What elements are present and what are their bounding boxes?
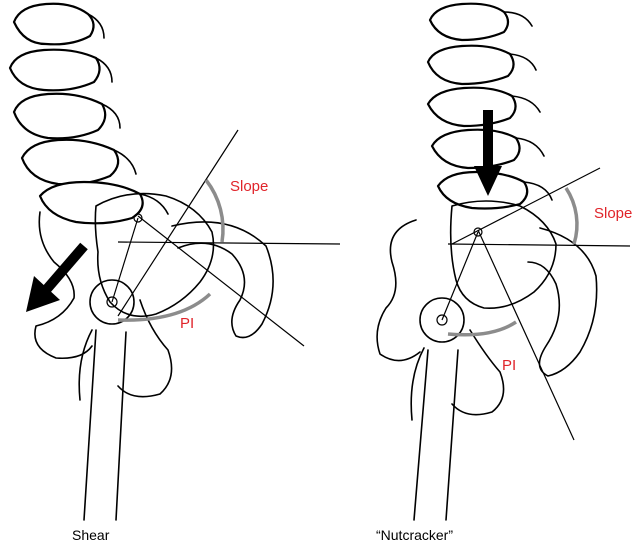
pi-angle-arc-right	[448, 322, 516, 335]
vertebra-l2	[10, 50, 100, 91]
nutcracker-caption: “Nutcracker”	[376, 527, 453, 543]
ischium-right	[452, 330, 504, 415]
lumbar-spine	[10, 4, 168, 224]
shear-caption: Shear	[72, 527, 110, 543]
perpendicular-line-right	[478, 230, 574, 440]
pi-angle-arc	[118, 294, 210, 320]
horizontal-reference-line	[118, 242, 340, 244]
slope-label-right: Slope	[594, 205, 632, 222]
vertebra-r4	[432, 130, 520, 168]
hip-axis-line	[112, 218, 138, 302]
shear-panel: Slope PI Shear	[10, 4, 340, 543]
nutcracker-panel: Slope PI “Nutcracker”	[376, 4, 632, 543]
slope-label-left: Slope	[230, 178, 268, 195]
femur-shaft	[79, 330, 126, 520]
pi-label-left: PI	[180, 315, 194, 332]
ilium	[35, 212, 273, 358]
vertebra-r3	[428, 88, 516, 126]
horizontal-reference-line-right	[448, 244, 630, 246]
vertebra-l3	[14, 94, 105, 139]
pi-label-right: PI	[502, 357, 516, 374]
vertebra-l1	[14, 4, 94, 45]
ischium	[118, 300, 172, 397]
perpendicular-line	[138, 216, 304, 346]
ilium-right	[377, 220, 597, 376]
vertebra-r2	[428, 46, 514, 84]
vertebra-l5	[40, 182, 143, 223]
femur-shaft-right	[411, 348, 458, 520]
slope-angle-arc-right	[566, 188, 577, 244]
vertebra-l4	[22, 140, 118, 185]
slope-angle-arc	[206, 180, 223, 242]
shear-arrow-icon	[26, 246, 84, 312]
vertebra-r1	[430, 4, 508, 40]
